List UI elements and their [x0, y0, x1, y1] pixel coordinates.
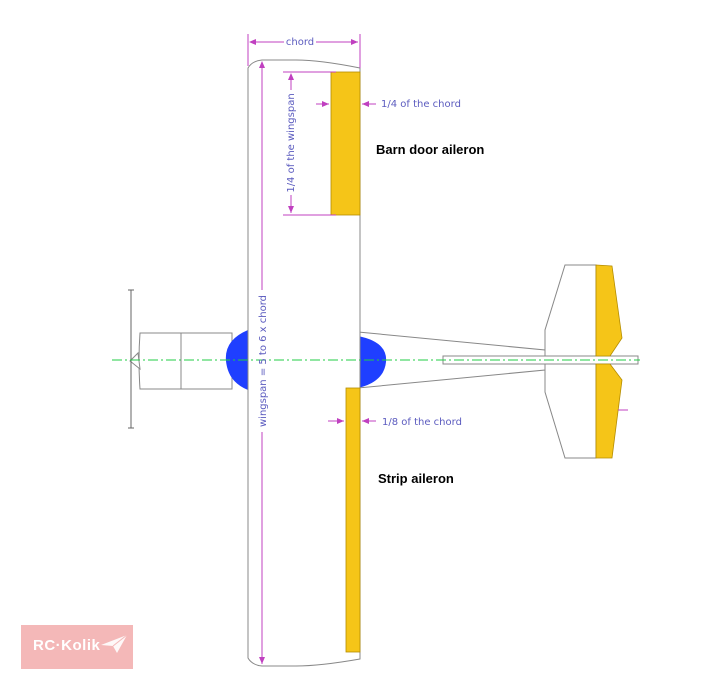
rc-kolik-logo: RC·Kolik	[21, 625, 133, 669]
paper-plane-icon	[101, 634, 128, 653]
elevator-top	[595, 264, 623, 357]
elevator-bottom	[595, 363, 623, 459]
quarter-wingspan-label: 1/4 of the wingspan	[286, 93, 297, 192]
quarter-wingspan-dimension	[283, 71, 336, 216]
chord-dimension	[247, 34, 361, 68]
chord-label: chord	[286, 37, 314, 48]
cowl-right	[358, 336, 387, 388]
cowl-left	[225, 330, 248, 390]
barn-door-aileron	[330, 71, 361, 216]
propeller	[128, 289, 134, 429]
barn-door-label: Barn door aileron	[376, 142, 484, 157]
wingspan-label: wingspan = 5 to 6 x chord	[258, 295, 269, 427]
horizontal-stabilizer	[544, 264, 597, 459]
strip-aileron	[345, 387, 361, 653]
strip-aileron-label: Strip aileron	[378, 471, 454, 486]
quarter-chord-label: 1/4 of the chord	[381, 99, 461, 110]
eighth-chord-label: 1/8 of the chord	[382, 417, 462, 428]
logo-text: RC·Kolik	[33, 637, 101, 654]
